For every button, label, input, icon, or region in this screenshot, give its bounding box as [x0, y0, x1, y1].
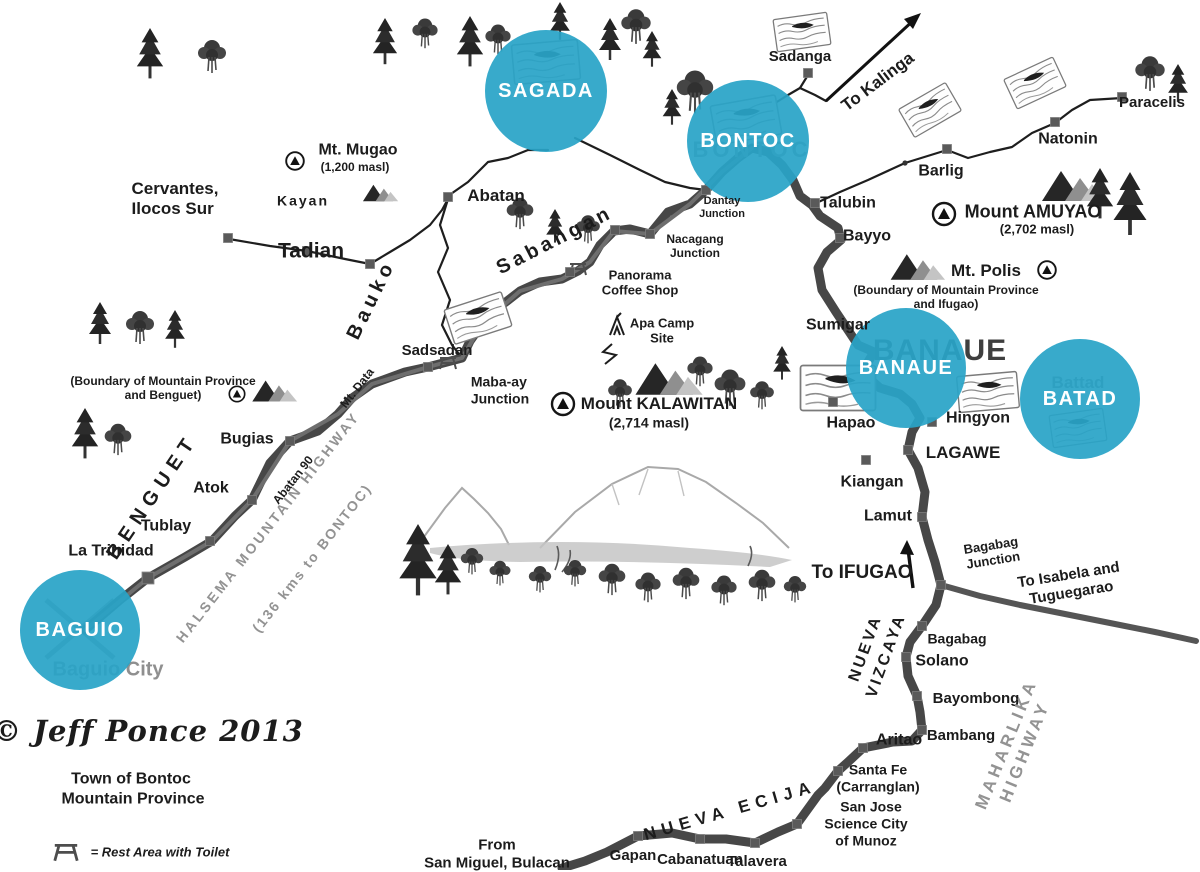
label-kiangan: Kiangan: [840, 473, 904, 491]
legend-rest-area-icon: [53, 844, 79, 863]
batad-marker-button[interactable]: BATAD: [1020, 339, 1140, 459]
label-abatan: Abatan: [467, 185, 525, 205]
label-science-city: Science City of Munoz: [824, 815, 908, 848]
to-kalinga-arrow: [824, 13, 921, 103]
label-barlig: Barlig: [918, 162, 964, 180]
label-lagawe: LAGAWE: [925, 442, 1001, 462]
label-hapao: Hapao: [826, 414, 876, 432]
label-solano: Solano: [915, 652, 969, 670]
label-mount-amuyao: Mount AMUYAO: [964, 201, 1102, 222]
bontoc-marker-button[interactable]: BONTOC: [687, 80, 809, 202]
label-mt-polis: Mt. Polis: [951, 260, 1021, 280]
road-node: [902, 160, 908, 166]
mountain-panorama-art: [417, 465, 792, 573]
label-signature: © Jeff Ponce 2013: [0, 713, 304, 748]
label-benguet-boundary: (Boundary of Mountain Province and Bengu…: [70, 373, 256, 402]
label-mt-mugao: Mt. Mugao: [318, 141, 398, 159]
label-lamut: Lamut: [864, 507, 912, 525]
mt-mugao-peak-icon: [285, 151, 305, 171]
label-mount-kalawitan-masl: (2,714 masl): [608, 414, 690, 431]
banaue-marker-button[interactable]: BANAUE: [846, 308, 966, 428]
baguio-marker-button[interactable]: BAGUIO: [20, 570, 140, 690]
label-tadian: Tadian: [277, 239, 345, 263]
label-apa-camp-site: Apa Camp Site: [629, 315, 695, 346]
label-mount-kalawitan: Mount KALAWITAN: [580, 393, 738, 413]
mount-kalawitan-peak-icon: [550, 391, 576, 417]
label-santa-fe: Santa Fe (Carranglan): [836, 761, 920, 794]
label-hingyon: Hingyon: [946, 409, 1010, 427]
label-atok: Atok: [193, 479, 229, 497]
label-natonin: Natonin: [1038, 130, 1098, 148]
label-legend-rest-area: = Rest Area with Toilet: [90, 844, 230, 860]
label-bugias: Bugias: [220, 430, 274, 448]
label-paracelis: Paracelis: [1119, 94, 1185, 112]
label-talubin: Talubin: [820, 194, 876, 212]
label-cabanatuan: Cabanatuan: [657, 851, 743, 869]
main-highway: [80, 143, 1199, 870]
label-bayombong: Bayombong: [932, 690, 1020, 708]
label-sadanga: Sadanga: [768, 48, 832, 66]
label-talavera: Talavera: [727, 853, 787, 871]
label-to-ifugao: To IFUGAO: [811, 561, 913, 583]
trail-squiggle: [600, 343, 619, 365]
label-cervantes: Cervantes, Ilocos Sur: [131, 178, 219, 218]
label-bagabag: Bagabag: [927, 630, 987, 647]
label-polis-boundary: (Boundary of Mountain Province and Ifuga…: [853, 282, 1039, 311]
label-sumigar: Sumigar: [805, 316, 871, 334]
label-from-san-miguel: From San Miguel, Bulacan: [424, 836, 570, 871]
sagada-marker-button[interactable]: SAGADA: [485, 30, 607, 152]
label-aritao: Aritao: [875, 731, 923, 749]
label-la-trinidad: La Trinidad: [68, 542, 154, 560]
apa-camp-tent-icon: [609, 312, 625, 336]
label-nacagang-junction: Nacagang Junction: [666, 231, 724, 260]
label-san-jose: San Jose: [840, 798, 902, 815]
label-credit-line2: Mountain Province: [61, 790, 205, 808]
label-bambang: Bambang: [926, 727, 996, 745]
label-mabaay-junction: Maba-ay Junction: [470, 373, 530, 406]
label-mount-amuyao-masl: (2,702 masl): [999, 221, 1075, 237]
label-panorama-coffee-shop: Panorama Coffee Shop: [601, 267, 679, 298]
label-sadsadan: Sadsadan: [401, 342, 473, 360]
label-credit-line1: Town of Bontoc: [71, 770, 191, 788]
mount-amuyao-peak-icon: [931, 201, 957, 227]
to-ifugao-arrow: [900, 540, 915, 589]
label-tublay: Tublay: [140, 517, 192, 535]
label-mt-mugao-masl: (1,200 masl): [320, 159, 390, 174]
label-kayan: Kayan: [276, 192, 330, 209]
mt-polis-peak-icon: [1037, 260, 1057, 280]
label-bayyo: Bayyo: [842, 227, 892, 245]
label-dantay-junction: Dantay Junction: [699, 195, 745, 220]
label-gapan: Gapan: [609, 847, 657, 865]
